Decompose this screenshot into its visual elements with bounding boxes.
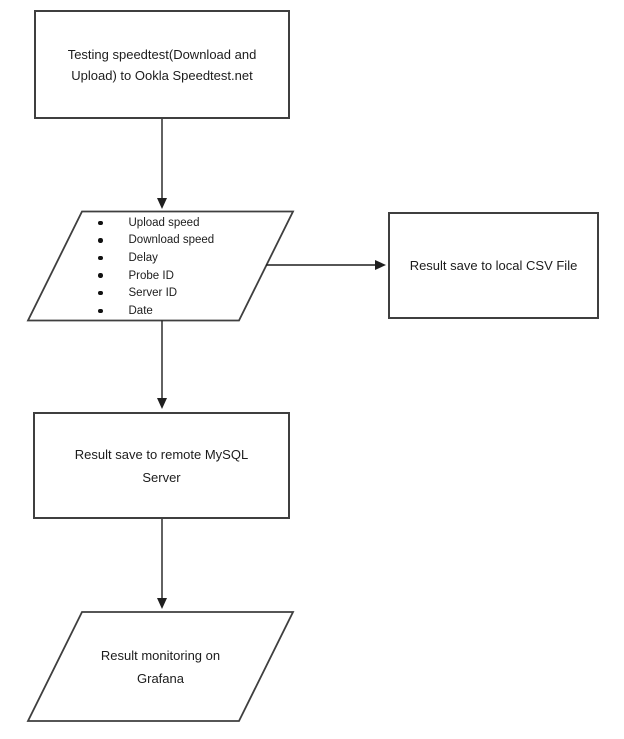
data-output-parallelogram <box>26 210 295 322</box>
list-item: Probe ID <box>96 267 276 285</box>
list-item: Date <box>96 302 276 320</box>
bullet-icon <box>98 238 103 243</box>
list-item-label: Delay <box>128 251 158 264</box>
list-item: Download speed <box>96 232 276 250</box>
csv-result-box: Result save to local CSV File <box>388 212 599 319</box>
list-item-label: Date <box>128 304 153 317</box>
list-item-label: Probe ID <box>128 269 174 282</box>
list-item-label: Upload speed <box>128 216 200 229</box>
bullet-icon <box>98 290 103 296</box>
list-item: Delay <box>96 249 276 267</box>
bullet-icon <box>98 273 103 278</box>
list-item: Upload speed <box>96 214 276 232</box>
bullet-icon <box>98 220 103 226</box>
start-process-box: Testing speedtest(Download and Upload) t… <box>34 10 290 119</box>
list-item-label: Download speed <box>128 234 215 247</box>
data-output-list: Upload speed Download speed Delay Probe … <box>96 214 276 320</box>
grafana-output-parallelogram <box>26 611 295 722</box>
list-item-label: Server ID <box>128 287 178 300</box>
mysql-result-box: Result save to remote MySQL Server <box>33 412 290 519</box>
bullet-icon <box>98 255 103 261</box>
bullet-icon <box>98 308 103 314</box>
mysql-result-label: Result save to remote MySQL Server <box>74 446 249 485</box>
csv-result-label: Result save to local CSV File <box>409 258 578 273</box>
start-process-label: Testing speedtest(Download and Upload) t… <box>67 46 257 83</box>
list-item: Server ID <box>96 284 276 302</box>
